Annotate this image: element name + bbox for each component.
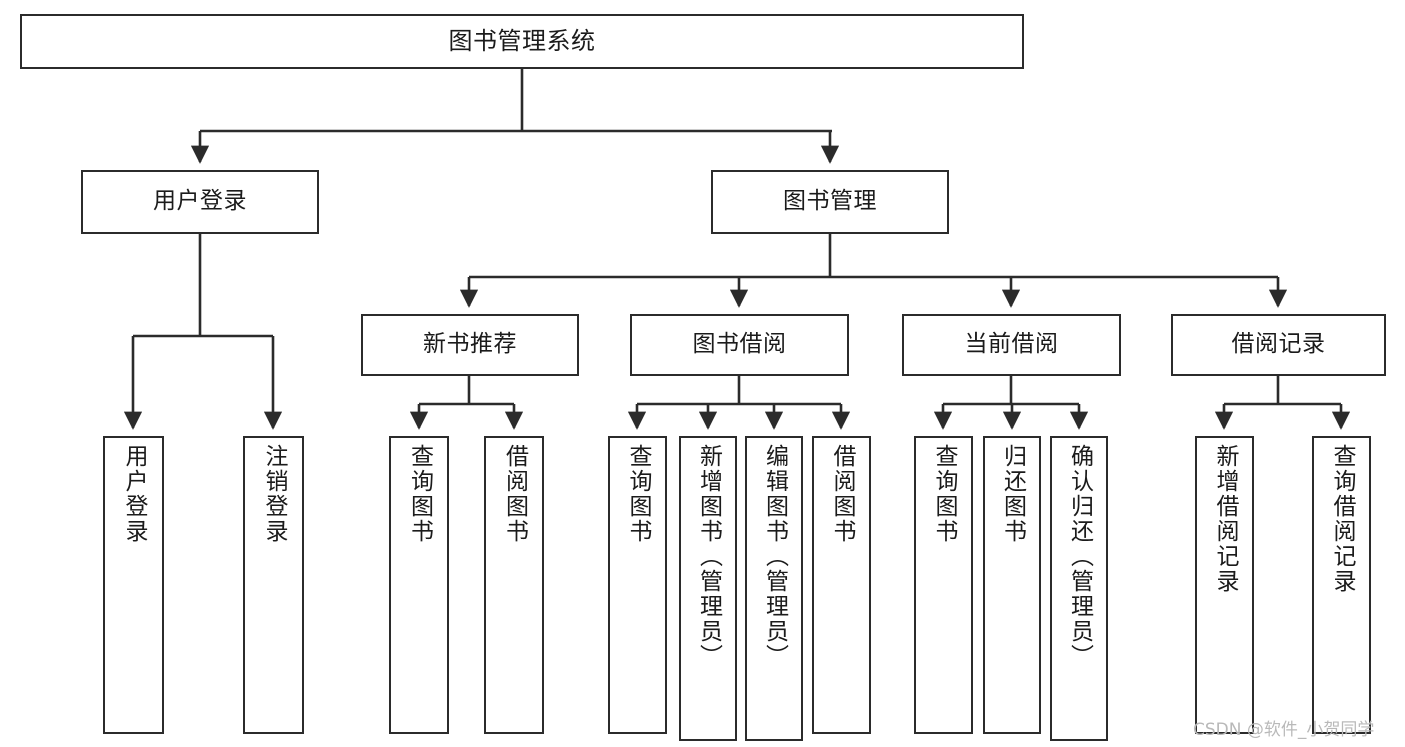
node-root-label: 图书管理系统: [448, 27, 596, 56]
leaf-return-book-label: 归还图书: [999, 444, 1026, 544]
leaf-query-book-current-label: 查询图书: [931, 444, 957, 544]
leaf-user-login-label: 用户登录: [121, 444, 147, 544]
node-new-book-recommend-label: 新书推荐: [423, 331, 517, 358]
leaf-edit-book-admin[interactable]: 编辑图书（管理员）: [745, 436, 803, 741]
leaf-borrow-book-recommend[interactable]: 借阅图书: [484, 436, 544, 734]
csdn-watermark: CSDN @软件_小贺同学: [1193, 720, 1375, 740]
node-user-login-label: 用户登录: [153, 188, 247, 215]
leaf-borrow-book-label: 借阅图书: [829, 444, 855, 544]
leaf-query-book-current[interactable]: 查询图书: [914, 436, 973, 734]
leaf-borrow-book[interactable]: 借阅图书: [812, 436, 871, 734]
leaf-user-login[interactable]: 用户登录: [103, 436, 164, 734]
node-book-management[interactable]: 图书管理: [711, 170, 949, 234]
leaf-add-borrow-record[interactable]: 新增借阅记录: [1195, 436, 1254, 734]
node-current-borrow-label: 当前借阅: [964, 331, 1059, 358]
node-user-login[interactable]: 用户登录: [81, 170, 319, 234]
leaf-query-book-borrow-label: 查询图书: [625, 444, 651, 544]
leaf-add-borrow-record-label: 新增借阅记录: [1212, 444, 1238, 594]
leaf-query-borrow-record[interactable]: 查询借阅记录: [1312, 436, 1371, 734]
leaf-logout-label: 注销登录: [261, 444, 287, 544]
leaf-confirm-return-admin-label: 确认归还（管理员）: [1066, 444, 1093, 669]
leaf-query-book-recommend-label: 查询图书: [406, 444, 433, 544]
node-new-book-recommend[interactable]: 新书推荐: [361, 314, 579, 376]
leaf-query-borrow-record-label: 查询借阅记录: [1329, 444, 1355, 594]
leaf-query-book-recommend[interactable]: 查询图书: [389, 436, 449, 734]
leaf-return-book[interactable]: 归还图书: [983, 436, 1041, 734]
node-book-borrow[interactable]: 图书借阅: [630, 314, 849, 376]
node-borrow-record-label: 借阅记录: [1231, 331, 1326, 358]
node-root[interactable]: 图书管理系统: [20, 14, 1024, 69]
node-borrow-record[interactable]: 借阅记录: [1171, 314, 1386, 376]
leaf-confirm-return-admin[interactable]: 确认归还（管理员）: [1050, 436, 1108, 741]
leaf-borrow-book-recommend-label: 借阅图书: [501, 444, 528, 544]
leaf-logout[interactable]: 注销登录: [243, 436, 304, 734]
leaf-add-book-admin[interactable]: 新增图书（管理员）: [679, 436, 737, 741]
leaf-edit-book-admin-label: 编辑图书（管理员）: [761, 444, 788, 669]
leaf-add-book-admin-label: 新增图书（管理员）: [695, 444, 722, 669]
node-book-borrow-label: 图书借阅: [692, 331, 787, 358]
leaf-query-book-borrow[interactable]: 查询图书: [608, 436, 667, 734]
node-current-borrow[interactable]: 当前借阅: [902, 314, 1121, 376]
node-book-management-label: 图书管理: [783, 188, 877, 215]
